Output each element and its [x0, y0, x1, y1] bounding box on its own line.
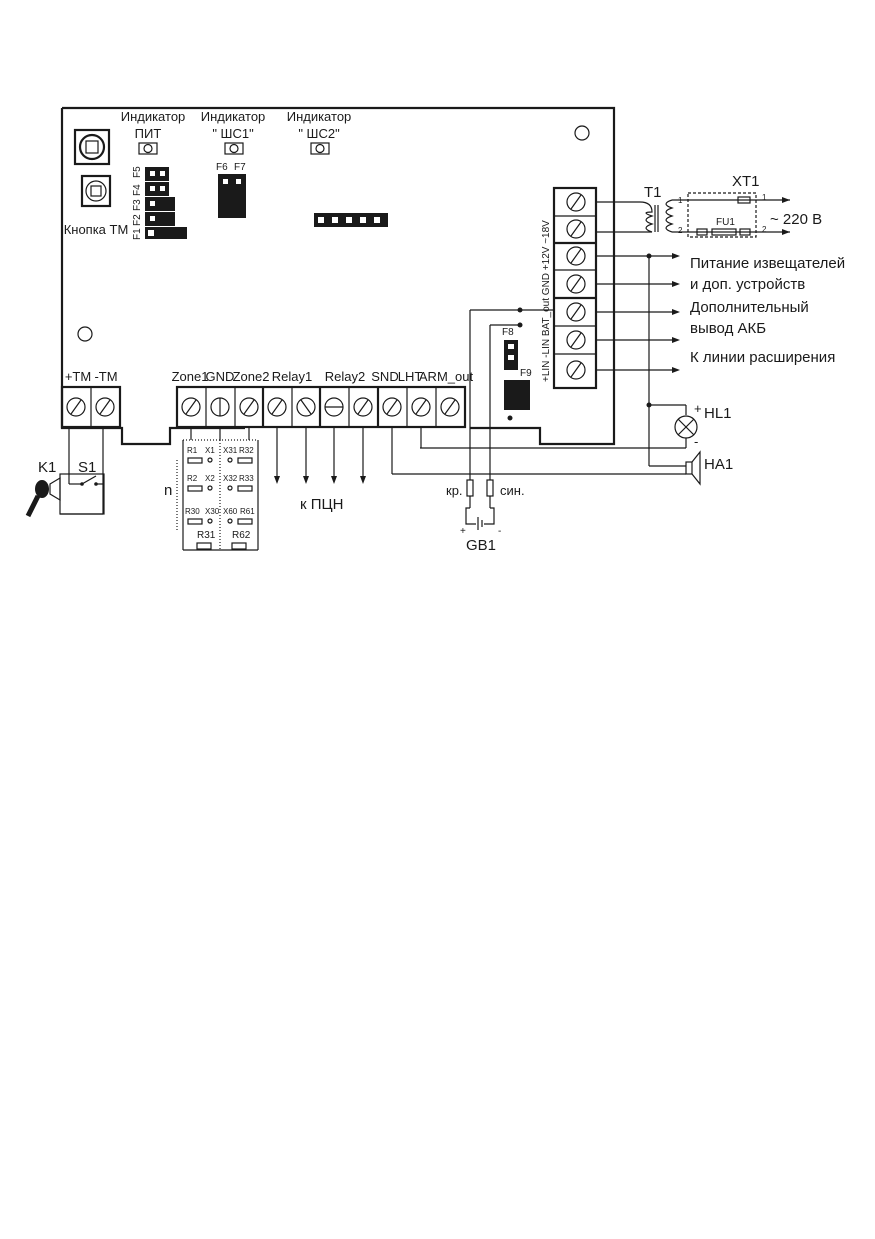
svg-text:F5: F5 [132, 166, 143, 178]
svg-text:2: 2 [762, 225, 767, 234]
svg-text:F8: F8 [502, 327, 514, 338]
svg-text:вывод АКБ: вывод АКБ [690, 320, 766, 337]
svg-text:HL1: HL1 [704, 405, 732, 422]
svg-text:к ПЦН: к ПЦН [300, 496, 343, 513]
zone-resistor-network: R1 X1 X31 R32 R2 X2 X32 R33 R30 X30 X60 … [164, 427, 259, 551]
svg-text:К линии расширения: К линии расширения [690, 349, 835, 366]
svg-text:" ШС1": " ШС1" [212, 126, 254, 141]
svg-text:R30: R30 [185, 507, 200, 516]
battery-wiring: кр. син. + - GB1 [446, 307, 554, 554]
svg-text:+: + [694, 401, 702, 416]
svg-text:Индикатор: Индикатор [201, 109, 266, 124]
svg-text:" ШС2": " ШС2" [298, 126, 340, 141]
svg-text:-ТМ: -ТМ [94, 369, 117, 384]
terminal-block-tm [60, 385, 122, 429]
svg-text:Relay2: Relay2 [325, 369, 365, 384]
svg-text:FU1: FU1 [716, 217, 735, 228]
right-terminal-labels: +LIN -LIN BAT_out GND +12V ~18V [541, 220, 552, 382]
svg-text:F6: F6 [216, 162, 228, 173]
svg-text:SND: SND [371, 369, 398, 384]
svg-text:и доп. устройств: и доп. устройств [690, 276, 805, 293]
svg-text:кр.: кр. [446, 483, 463, 498]
connector-5pin [314, 213, 388, 227]
svg-text:R33: R33 [239, 474, 254, 483]
svg-text:F2: F2 [132, 214, 143, 226]
svg-text:Zone1: Zone1 [172, 369, 209, 384]
svg-text:X1: X1 [205, 446, 215, 455]
svg-text:T1: T1 [644, 184, 662, 201]
svg-text:син.: син. [500, 483, 525, 498]
jumper-block-f8-f9: F8 F9 [502, 327, 532, 421]
svg-text:R2: R2 [187, 474, 198, 483]
svg-text:ARM_out: ARM_out [419, 369, 474, 384]
tamper-button [73, 128, 111, 166]
svg-text:S1: S1 [78, 459, 96, 476]
svg-text:LHT: LHT [398, 369, 423, 384]
svg-text:+: + [460, 526, 466, 537]
svg-text:X60: X60 [223, 507, 238, 516]
svg-text:GB1: GB1 [466, 537, 496, 554]
jumper-block-f6-f7: F6 F7 [216, 162, 246, 218]
svg-text:Индикатор: Индикатор [121, 109, 186, 124]
tm-button: Кнопка ТМ [64, 174, 129, 237]
mount-hole-left [77, 326, 93, 342]
svg-text:Zone2: Zone2 [233, 369, 270, 384]
svg-text:F7: F7 [234, 162, 246, 173]
svg-text:Дополнительный: Дополнительный [690, 299, 809, 316]
svg-text:R62: R62 [232, 530, 251, 541]
terminal-xt1: XT1 1 2 1 2 FU1 ~ 220 В [678, 173, 822, 238]
svg-text:R1: R1 [187, 446, 198, 455]
svg-text:1: 1 [762, 193, 767, 202]
lamp-hl1: + - HL1 [420, 401, 732, 449]
sounder-ha1: HA1 [392, 450, 733, 486]
svg-text:2: 2 [678, 226, 683, 235]
svg-text:HA1: HA1 [704, 456, 733, 473]
terminal-block-right [552, 186, 598, 390]
svg-text:n: n [164, 482, 172, 499]
relay-outputs: к ПЦН [274, 427, 366, 513]
indicator-pit: Индикатор ПИТ [121, 109, 186, 155]
svg-text:Индикатор: Индикатор [287, 109, 352, 124]
svg-text:R32: R32 [239, 446, 254, 455]
board-outline [60, 106, 616, 446]
svg-text:XT1: XT1 [732, 173, 760, 190]
indicator-shs1: Индикатор " ШС1" [201, 109, 266, 155]
svg-text:Питание извещателей: Питание извещателей [690, 255, 845, 272]
svg-text:-: - [498, 526, 501, 537]
svg-text:X30: X30 [205, 507, 220, 516]
indicator-shs2: Индикатор " ШС2" [287, 109, 352, 155]
svg-text:-: - [694, 434, 698, 449]
svg-text:K1: K1 [38, 459, 56, 476]
svg-text:GND: GND [206, 369, 235, 384]
transformer-t1: T1 [596, 184, 700, 233]
svg-text:1: 1 [678, 196, 683, 205]
svg-text:ПИТ: ПИТ [135, 126, 162, 141]
svg-text:R31: R31 [197, 530, 216, 541]
svg-text:F9: F9 [520, 368, 532, 379]
tm-reader-circuit: S1 K1 [25, 427, 105, 518]
svg-text:F1: F1 [132, 228, 143, 240]
svg-text:X2: X2 [205, 474, 215, 483]
svg-text:F4: F4 [132, 184, 143, 196]
svg-text:R61: R61 [240, 507, 255, 516]
svg-text:Relay1: Relay1 [272, 369, 312, 384]
right-output-lines [596, 253, 686, 467]
svg-text:X32: X32 [223, 474, 238, 483]
svg-text:~ 220 В: ~ 220 В [770, 211, 822, 228]
svg-text:Кнопка ТМ: Кнопка ТМ [64, 222, 129, 237]
jumper-block-f1-f5: F5 F4 F3 F2 F1 [132, 166, 187, 240]
terminal-block-main [175, 385, 467, 429]
svg-text:+ТМ: +ТМ [65, 369, 91, 384]
mount-hole-top [574, 125, 590, 141]
svg-text:X31: X31 [223, 446, 238, 455]
svg-text:F3: F3 [132, 199, 143, 211]
